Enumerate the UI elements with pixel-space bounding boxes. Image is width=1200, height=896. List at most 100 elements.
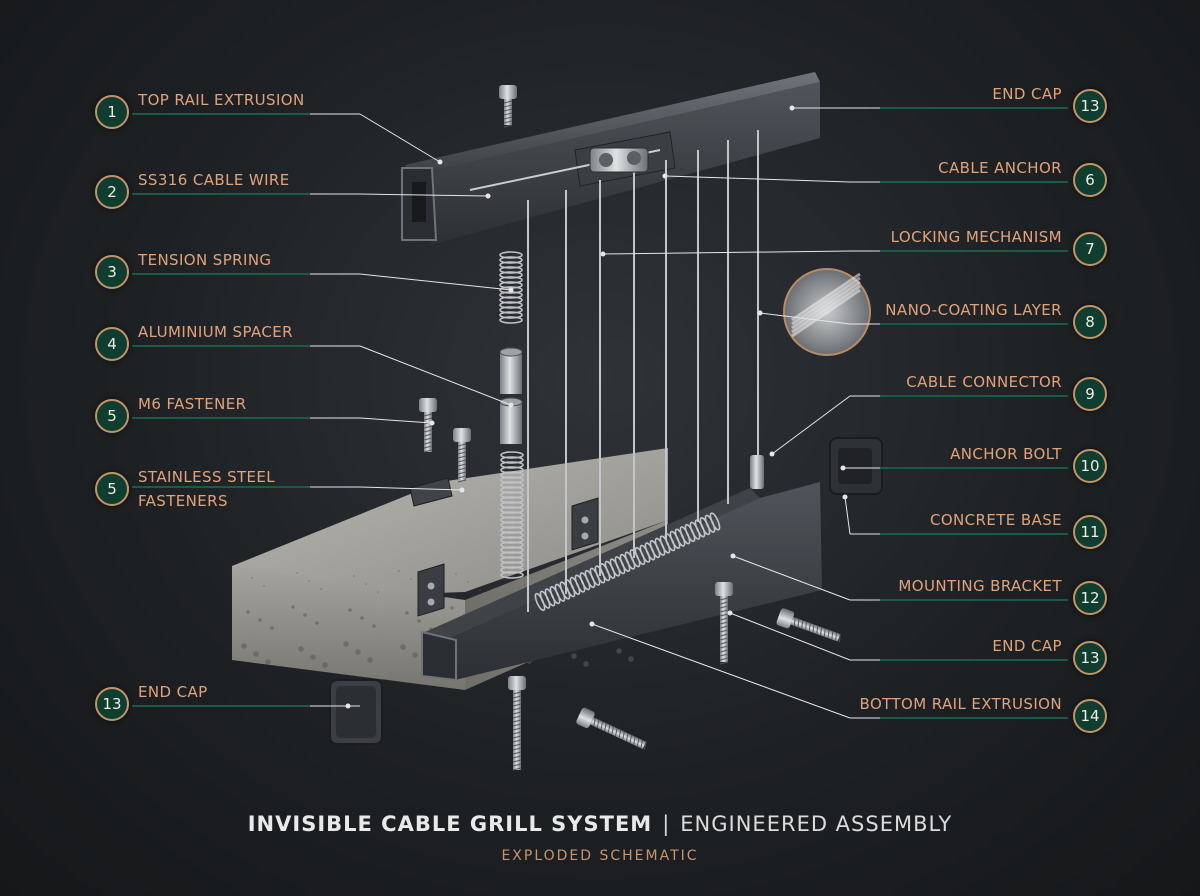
bolt-thread bbox=[633, 736, 636, 745]
spacer-body bbox=[500, 402, 522, 444]
spring-coil bbox=[499, 256, 523, 264]
concrete-pore bbox=[616, 648, 622, 654]
bracket-hole bbox=[581, 532, 589, 540]
cable-connector bbox=[750, 455, 764, 489]
concrete-pore bbox=[270, 626, 274, 630]
leader-line bbox=[359, 417, 433, 424]
bolt-thread bbox=[423, 425, 433, 429]
bottom-rail-channel-top bbox=[425, 488, 760, 642]
end-cap bbox=[838, 448, 872, 484]
callout-badge: 9 bbox=[1073, 377, 1107, 411]
bolt-thread bbox=[719, 617, 729, 621]
mounting-bracket bbox=[417, 563, 445, 617]
callout-badge: 4 bbox=[95, 327, 129, 361]
bolt-thread bbox=[503, 112, 513, 116]
callout-badge: 5 bbox=[95, 399, 129, 433]
leader-line bbox=[759, 312, 851, 325]
bolt-thread bbox=[512, 763, 522, 767]
bolt-thread bbox=[512, 731, 522, 735]
bolt-thread bbox=[808, 623, 811, 632]
concrete-pore bbox=[263, 585, 265, 587]
concrete-pore bbox=[310, 654, 316, 660]
bolt-thread bbox=[512, 743, 522, 747]
concrete-pore bbox=[315, 621, 319, 625]
bolt-thread bbox=[719, 657, 729, 661]
bolt-head bbox=[419, 398, 437, 412]
callout-badge: 12 bbox=[1073, 581, 1107, 615]
leader-dot bbox=[842, 494, 848, 500]
bolt-thread bbox=[423, 433, 433, 437]
top-rail-channel bbox=[412, 182, 426, 222]
bolt-head bbox=[499, 85, 517, 99]
spring-coil bbox=[500, 481, 524, 489]
magnified-strand bbox=[791, 288, 861, 338]
bolt-shank bbox=[790, 616, 841, 642]
leader-dot bbox=[508, 287, 514, 293]
bolt-thread bbox=[719, 637, 729, 641]
leader-dot bbox=[730, 553, 736, 559]
concrete-pore bbox=[412, 652, 418, 658]
spring-coil bbox=[499, 271, 523, 279]
bolt-thread bbox=[457, 459, 467, 463]
bolt-thread bbox=[838, 633, 841, 643]
bolt-thread bbox=[457, 443, 467, 447]
callout-label: STAINLESS STEEL bbox=[138, 468, 276, 486]
bolt-thread bbox=[801, 620, 804, 629]
bolt-head bbox=[776, 608, 795, 629]
bolt-thread bbox=[719, 653, 729, 657]
subtitle: EXPLODED SCHEMATIC bbox=[501, 848, 699, 864]
bolt-thread bbox=[604, 723, 607, 732]
bolt-thread bbox=[512, 711, 522, 715]
magnified-strand bbox=[791, 280, 861, 330]
bracket-hole bbox=[581, 516, 589, 524]
bottom-rail-front-face bbox=[440, 482, 822, 680]
callout-label: TENSION SPRING bbox=[138, 251, 272, 269]
bolt-head bbox=[576, 707, 595, 729]
bottom-rail bbox=[421, 482, 822, 682]
concrete-pore bbox=[583, 661, 589, 667]
bolt-thread bbox=[423, 441, 433, 445]
bolt-thread bbox=[423, 445, 433, 449]
spring-coil bbox=[500, 516, 524, 524]
bolt-thread bbox=[797, 618, 800, 628]
concrete-pore bbox=[251, 577, 253, 579]
concrete-pore bbox=[241, 643, 247, 649]
concrete-pore bbox=[353, 575, 355, 577]
bolt-thread bbox=[719, 649, 729, 653]
concrete-pore bbox=[253, 651, 259, 657]
concrete-pore bbox=[400, 644, 406, 650]
bolt-thread bbox=[512, 727, 522, 731]
spring-coil bbox=[500, 476, 524, 484]
bottom-rail-profile bbox=[421, 630, 457, 682]
bolt-thread bbox=[457, 447, 467, 451]
bolt-head bbox=[453, 428, 471, 442]
leader-dot bbox=[727, 610, 733, 616]
callout-badge: 2 bbox=[95, 175, 129, 209]
bolt-thread bbox=[719, 609, 729, 613]
concrete-pore bbox=[467, 581, 469, 583]
bolt-thread bbox=[805, 621, 807, 630]
bolt-shank bbox=[720, 596, 728, 662]
bracket-hole bbox=[427, 582, 435, 590]
callout-label: END CAP bbox=[992, 85, 1062, 103]
title-row: INVISIBLE CABLE GRILL SYSTEM|ENGINEERED … bbox=[0, 812, 1200, 836]
bolt-thread bbox=[503, 108, 513, 112]
bolt-shank bbox=[513, 690, 521, 770]
concrete-pore bbox=[348, 608, 352, 612]
spring-coil bbox=[500, 556, 524, 564]
bolt-thread bbox=[820, 627, 822, 636]
concrete-pore bbox=[303, 613, 307, 617]
spring-coil bbox=[500, 551, 524, 559]
spring-coil bbox=[500, 541, 524, 549]
bolt-thread bbox=[719, 641, 729, 645]
bolt-thread bbox=[423, 449, 433, 453]
anchor-bolt bbox=[776, 608, 841, 643]
leader-line bbox=[664, 175, 851, 183]
title-main: INVISIBLE CABLE GRILL SYSTEM bbox=[247, 812, 653, 836]
concrete-pore bbox=[571, 653, 577, 659]
callout-label: END CAP bbox=[992, 637, 1062, 655]
leader-line bbox=[359, 193, 489, 197]
bolt-thread bbox=[823, 628, 826, 637]
bolt-thread bbox=[719, 613, 729, 617]
